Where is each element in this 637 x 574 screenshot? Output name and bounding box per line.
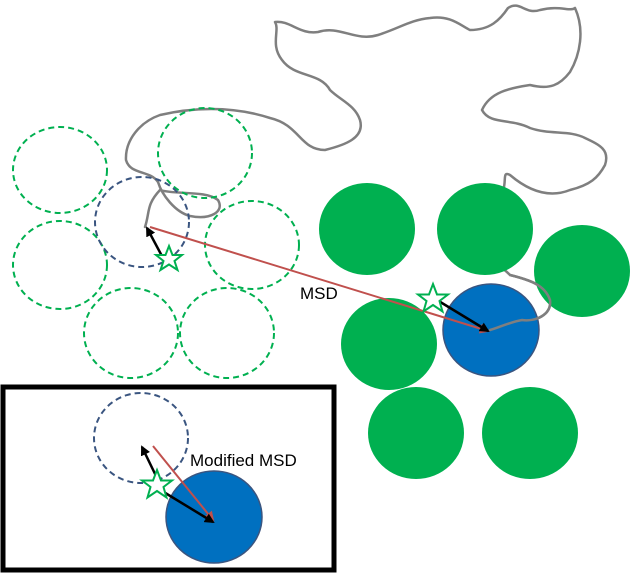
inset-past-particle-circle bbox=[93, 392, 189, 484]
msd-label: MSD bbox=[300, 284, 338, 303]
past-neighbor-circle bbox=[83, 287, 179, 379]
current-neighbor-circle bbox=[482, 387, 578, 479]
star-marker-icon bbox=[153, 243, 185, 273]
displacement-arrow bbox=[436, 298, 490, 333]
inset-displacement-arrow bbox=[161, 489, 215, 524]
modified-msd-label: Modified MSD bbox=[190, 451, 297, 470]
past-neighbor-circle bbox=[12, 220, 108, 310]
current-neighbor-circle bbox=[534, 225, 630, 317]
inset-box bbox=[0, 384, 337, 573]
past-neighbor-circle bbox=[204, 200, 300, 290]
inset-displacement-arrow bbox=[140, 445, 159, 479]
msd-arrow bbox=[149, 226, 490, 334]
past-neighbor-circle bbox=[12, 126, 108, 214]
inset-current-particle-circle bbox=[165, 470, 263, 564]
current-neighbor-circle bbox=[437, 183, 533, 275]
past-neighbor-circle bbox=[157, 107, 253, 199]
current-neighbor-circle bbox=[341, 298, 437, 390]
past-particle-circle bbox=[94, 176, 190, 268]
current-neighbor-circle bbox=[368, 387, 464, 479]
current-neighbor-circle bbox=[319, 183, 415, 275]
trajectory-path bbox=[124, 4, 608, 332]
displacement-arrow bbox=[145, 226, 165, 259]
modified-msd-arrow bbox=[152, 445, 215, 522]
star-marker-icon bbox=[139, 467, 175, 500]
star-marker-icon bbox=[415, 281, 451, 314]
trajectory-path-overlay bbox=[488, 273, 552, 332]
past-neighbor-circle bbox=[179, 287, 275, 379]
